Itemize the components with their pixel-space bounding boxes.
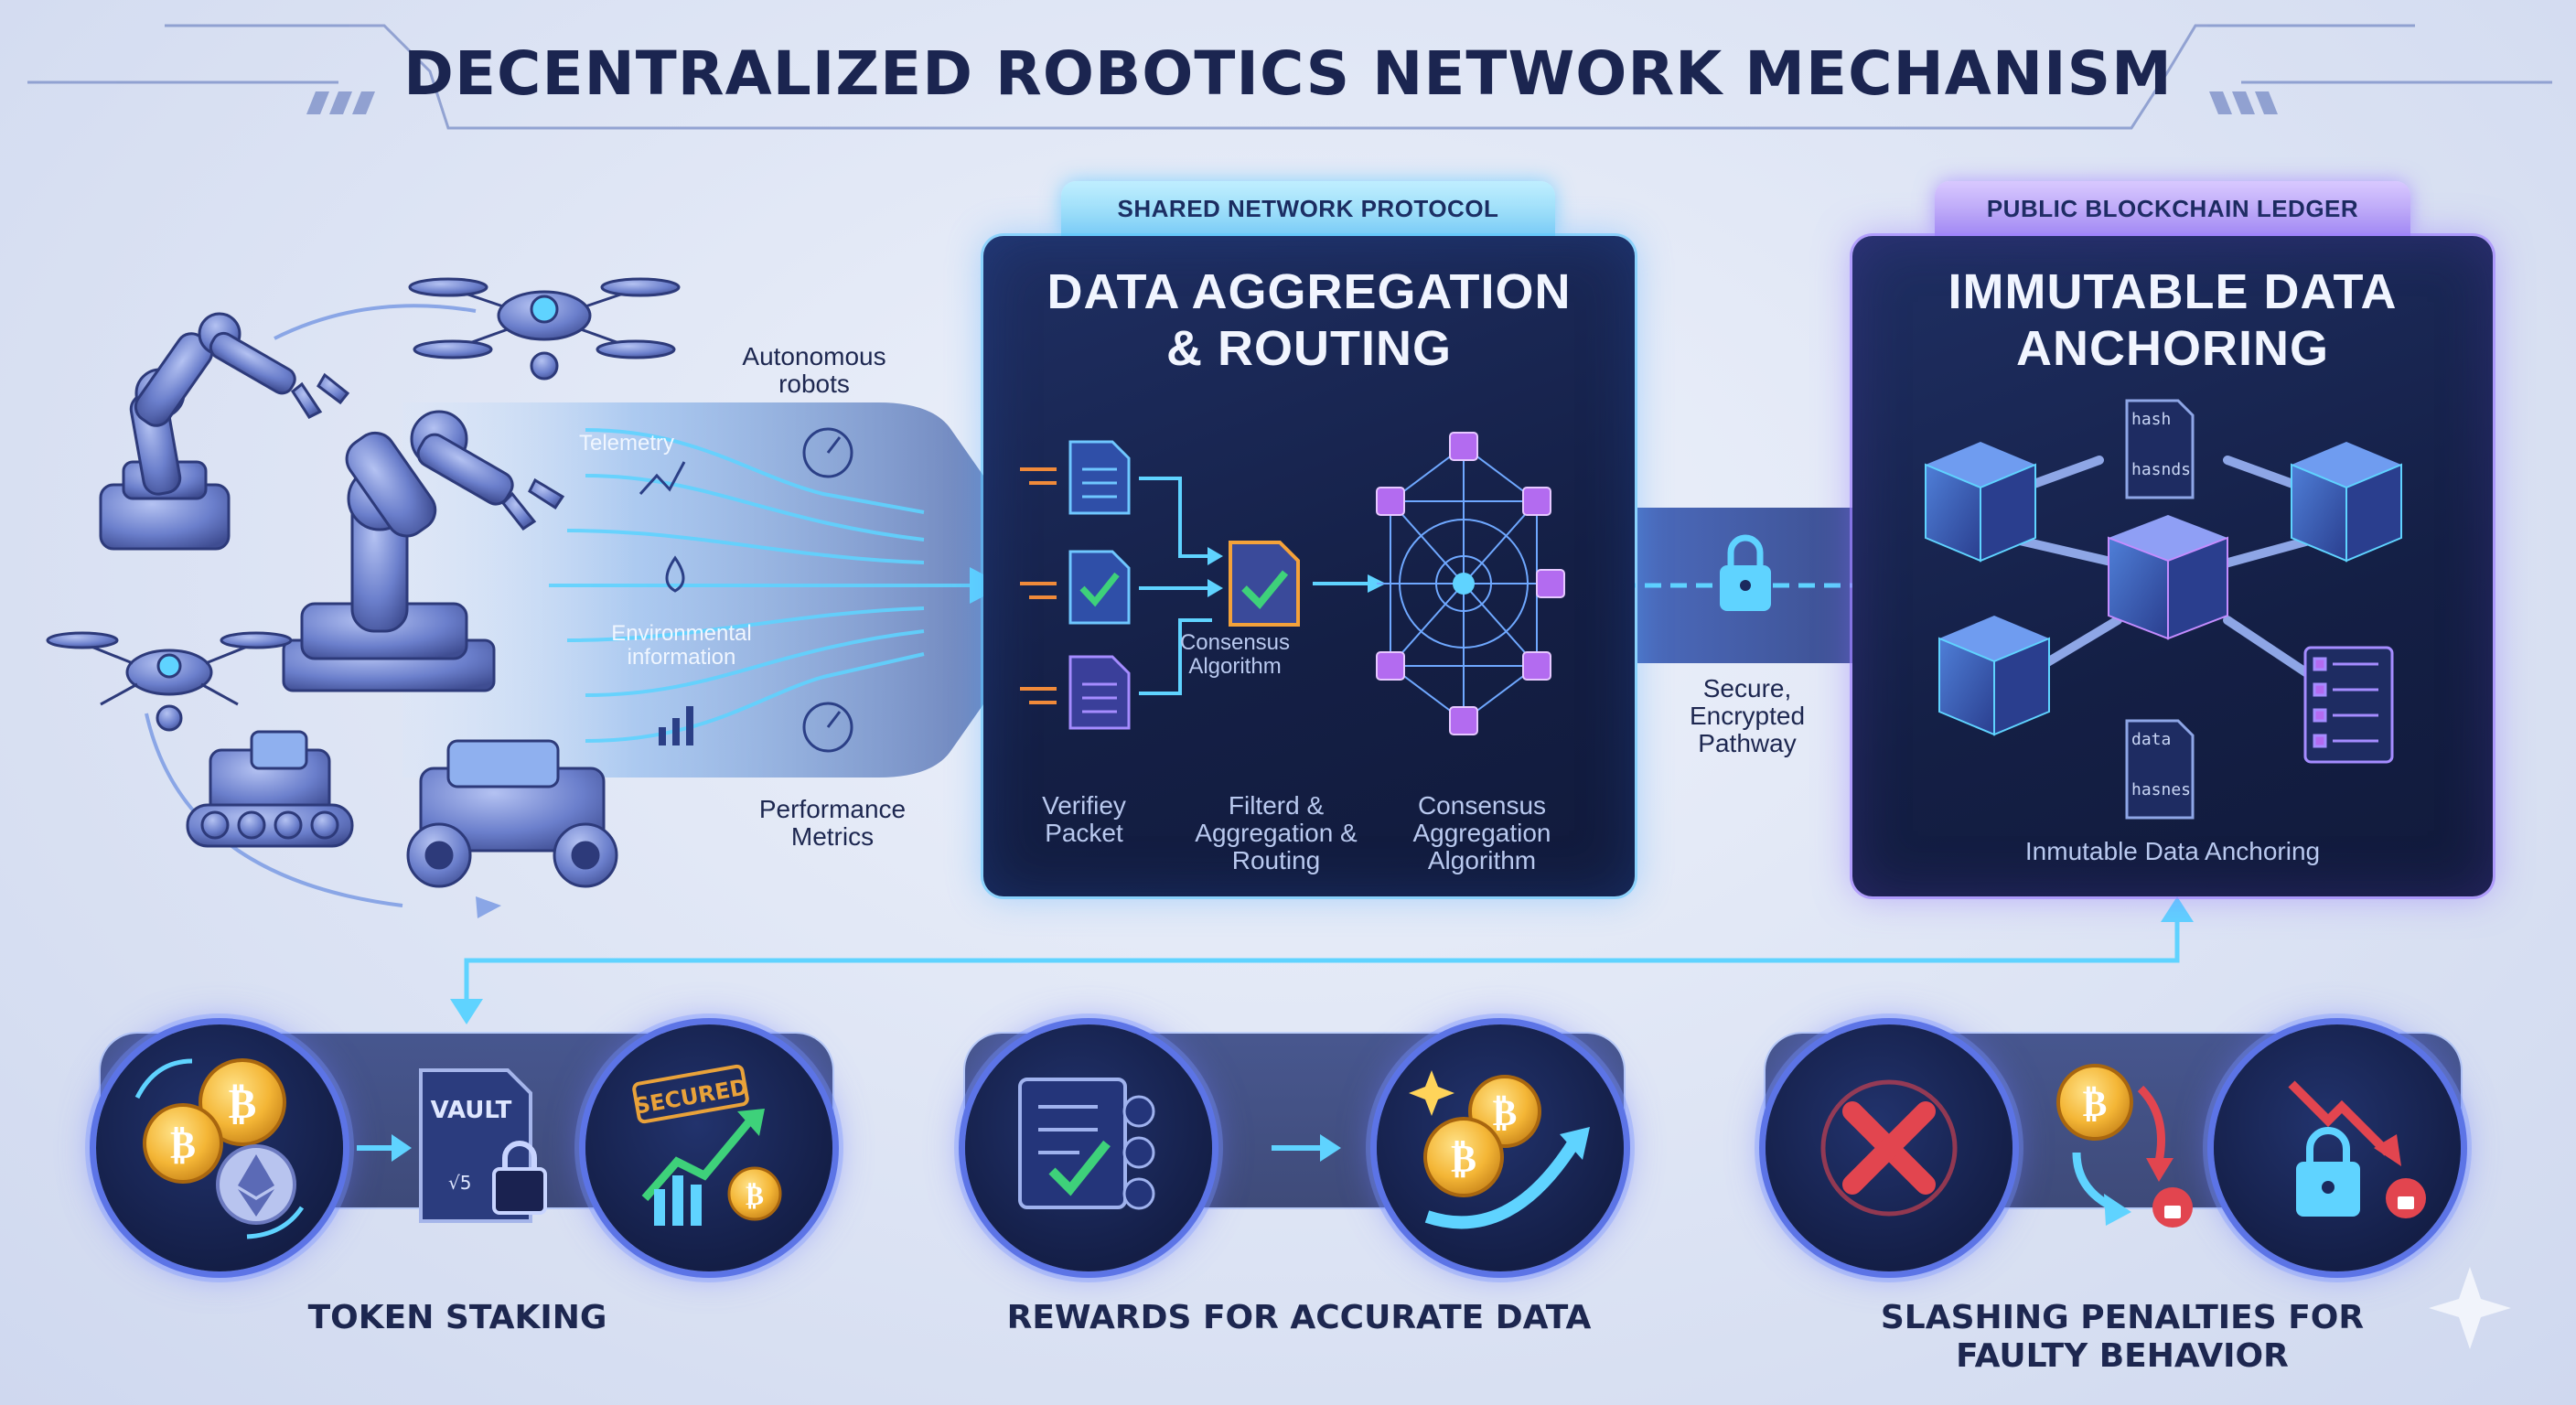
- protocol-panel-title-line2: & ROUTING: [1166, 321, 1452, 376]
- ledger-caption: Inmutable Data Anchoring: [2024, 837, 2321, 865]
- network-nodes: [1376, 432, 1565, 735]
- label-rewards-accurate-data: REWARDS FOR ACCURATE DATA: [1006, 1299, 1592, 1336]
- data-stream-lines: [549, 428, 970, 743]
- step-filter-aggregation: Filterd & Aggregation & Routing: [1195, 791, 1358, 874]
- robot-arm-left: [99, 312, 350, 551]
- gauge-icon-bottom: [802, 702, 853, 753]
- block-cube-center: [2108, 515, 2228, 640]
- tab-public-blockchain-ledger: PUBLIC BLOCKCHAIN LEDGER: [1935, 181, 2410, 236]
- robot-arm-center: [282, 410, 565, 692]
- doc-data-line1: data: [2131, 730, 2172, 749]
- ledger-panel-title-line1: IMMUTABLE DATA: [1948, 264, 2398, 319]
- label-environmental: Environmental information: [611, 621, 752, 670]
- label-slashing-line2: FAULTY BEHAVIOR: [1956, 1337, 2289, 1375]
- rover-wheeled: [406, 739, 618, 888]
- protocol-panel: DATA AGGREGATION & ROUTING: [983, 236, 1635, 896]
- drone-left: [46, 631, 293, 732]
- hash-document-icon: [2125, 399, 2195, 499]
- rover-tracked: [186, 730, 354, 848]
- ledger-panel-title-line2: ANCHORING: [2016, 321, 2329, 376]
- block-cube-topleft: [1925, 442, 2036, 563]
- verified-document-icon: [1068, 550, 1131, 625]
- block-cube-topright: [2291, 442, 2402, 563]
- water-drop-icon: [665, 555, 685, 593]
- drone-top: [408, 277, 681, 381]
- feedback-loop-arrow: [464, 915, 2180, 1004]
- label-autonomous-robots: Autonomous robots: [742, 342, 886, 398]
- document-icon: [1068, 440, 1131, 515]
- gauge-icon-top: [802, 427, 853, 478]
- lock-icon-pathway: [1720, 534, 1771, 611]
- label-secure-pathway: Secure, Encrypted Pathway: [1689, 674, 1806, 757]
- bar-chart-icon: [659, 706, 693, 745]
- blockchain-graphic: [1925, 399, 2402, 820]
- step-verify-packet: Verifiey Packet: [1042, 791, 1126, 847]
- ledger-panel: IMMUTABLE DATA ANCHORING: [1852, 236, 2493, 896]
- label-consensus-algorithm-inner: Consensus Algorithm: [1179, 630, 1291, 679]
- tab-shared-network-protocol: SHARED NETWORK PROTOCOL: [1061, 181, 1555, 236]
- label-performance-metrics: Performance Metrics: [758, 795, 907, 851]
- ledger-list-icon: [2303, 646, 2394, 764]
- step-consensus-aggregation: Consensus Aggregation Algorithm: [1412, 791, 1551, 874]
- staking-secured-circle: [585, 1024, 832, 1271]
- label-token-staking: TOKEN STAKING: [307, 1299, 607, 1336]
- data-document-icon: [2125, 719, 2195, 820]
- slashing-lock-circle: [2214, 1024, 2461, 1271]
- label-telemetry: Telemetry: [578, 431, 675, 456]
- protocol-panel-title-line1: DATA AGGREGATION: [1046, 264, 1572, 319]
- block-cube-bottomleft: [1938, 616, 2050, 736]
- label-slashing-line1: SLASHING PENALTIES FOR: [1880, 1299, 2365, 1336]
- rewards-coins-circle: [1377, 1024, 1624, 1271]
- doc-hash-line2: hasnds: [2131, 460, 2192, 479]
- staking-coins-circle: [96, 1024, 343, 1271]
- consensus-document-icon: [1229, 541, 1300, 627]
- rewards-checklist-circle: [965, 1024, 1212, 1271]
- doc-hash-line1: hash: [2131, 410, 2172, 429]
- protocol-flow-graphic: [1020, 432, 1565, 735]
- document-icon-purple: [1068, 655, 1131, 730]
- title-frame: [27, 24, 2552, 130]
- slashing-reject-circle: [1766, 1024, 2012, 1271]
- doc-data-line2: hasnes: [2131, 780, 2192, 799]
- telemetry-wave-icon: [639, 461, 686, 496]
- page-title: DECENTRALIZED ROBOTICS NETWORK MECHANISM: [403, 38, 2173, 109]
